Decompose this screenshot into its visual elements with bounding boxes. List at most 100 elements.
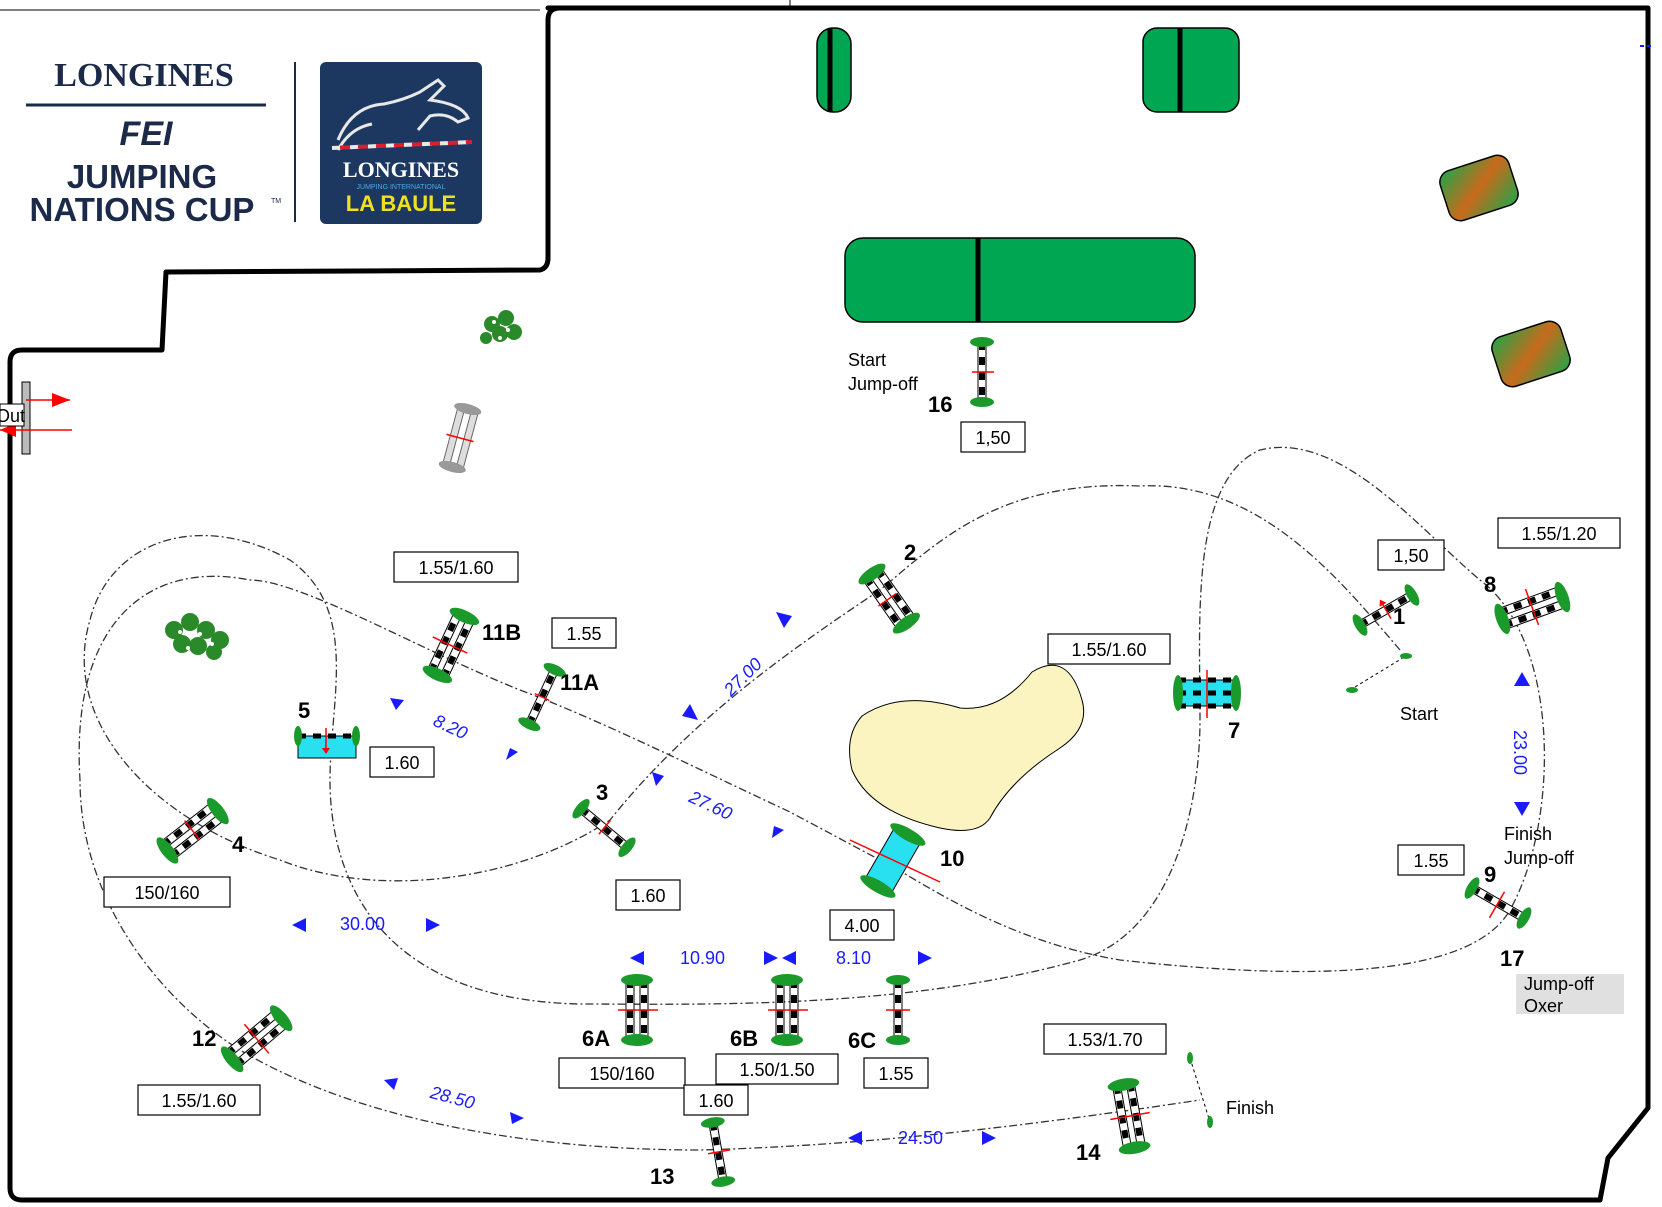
obstacle-number: 3 xyxy=(596,780,608,805)
height-box: 150/160 xyxy=(558,1057,686,1089)
flower-box-1 xyxy=(1439,154,1519,222)
obstacle-number: 14 xyxy=(1076,1140,1101,1165)
finish-label: Finish xyxy=(1226,1098,1274,1118)
obstacle-6b xyxy=(768,974,808,1046)
obstacle-11b xyxy=(422,607,480,684)
height-box: 1.55/1.60 xyxy=(1047,633,1171,665)
obstacle-number: 9 xyxy=(1484,862,1496,887)
distance-label: 30.00 xyxy=(340,914,385,934)
exit-label: Out xyxy=(0,406,25,426)
longines-fei-logo: LONGINES FEI JUMPING NATIONS CUP TM xyxy=(26,57,296,228)
obstacle-10-direction xyxy=(849,839,941,883)
start-jumpoff-label: Jump-off xyxy=(848,374,919,394)
la-baule-badge: LONGINES JUMPING INTERNATIONAL LA BAULE xyxy=(320,62,482,224)
obstacle-number: 10 xyxy=(940,846,964,871)
shrub-1 xyxy=(480,310,522,344)
jumpoff-oxer-box xyxy=(1516,974,1624,1014)
shrub-2 xyxy=(165,613,229,660)
obstacle-number: 7 xyxy=(1228,718,1240,743)
height-box: 1.60 xyxy=(615,879,681,911)
jumpoff-oxer-label: Jump-off xyxy=(1524,974,1595,994)
start-label: Start xyxy=(1400,704,1438,724)
badge-bottom-text: LA BAULE xyxy=(346,191,456,216)
obstacle-number: 1 xyxy=(1393,604,1405,629)
height-box: 1.55/1.60 xyxy=(393,551,519,583)
obstacle-9 xyxy=(1464,877,1532,929)
obstacle-16 xyxy=(970,337,994,407)
longines-wordmark: LONGINES xyxy=(54,57,234,94)
obstacle-number: 6B xyxy=(730,1026,758,1051)
svg-text:1.60: 1.60 xyxy=(384,753,419,773)
svg-text:1.55: 1.55 xyxy=(1413,851,1448,871)
height-box: 1.60 xyxy=(369,746,435,778)
obstacle-number: 6A xyxy=(582,1026,610,1051)
height-box: 1.55/1.60 xyxy=(137,1084,261,1116)
svg-text:1.53/1.70: 1.53/1.70 xyxy=(1067,1030,1142,1050)
obstacle-3 xyxy=(572,798,636,858)
svg-text:1,50: 1,50 xyxy=(975,428,1010,448)
obstacle-8 xyxy=(1494,581,1571,635)
height-box: 1.55 xyxy=(1397,844,1465,876)
flower-box-2 xyxy=(1491,320,1571,388)
height-box: 1.55/1.20 xyxy=(1497,517,1621,549)
distance-label: 10.90 xyxy=(680,948,725,968)
obstacle-number: 16 xyxy=(928,392,952,417)
start-jumpoff-label: Start xyxy=(848,350,886,370)
height-box: 4.00 xyxy=(829,909,895,941)
obstacle-number: 12 xyxy=(192,1026,216,1051)
start-line-marker xyxy=(1346,653,1412,693)
obstacle-number: 2 xyxy=(904,540,916,565)
hedge-large xyxy=(844,237,1196,323)
obstacle-13 xyxy=(700,1117,736,1187)
height-box: 1.60 xyxy=(683,1084,749,1116)
height-box: 1.55 xyxy=(551,617,617,649)
svg-text:1.55: 1.55 xyxy=(566,624,601,644)
svg-text:1.60: 1.60 xyxy=(698,1091,733,1111)
finish-jumpoff-label: Jump-off xyxy=(1504,848,1575,868)
svg-text:1.55: 1.55 xyxy=(878,1064,913,1084)
obstacle-number: 11B xyxy=(482,620,521,645)
hedge-small xyxy=(816,27,852,113)
obstacle-14 xyxy=(1107,1078,1151,1155)
hedge-medium xyxy=(1142,27,1240,113)
exit-gate[interactable]: Out xyxy=(0,381,72,455)
fei-wordmark: FEI xyxy=(120,115,174,153)
finish-line-marker xyxy=(1187,1052,1213,1128)
height-box: 1.53/1.70 xyxy=(1043,1023,1167,1055)
svg-text:1.55/1.60: 1.55/1.60 xyxy=(1071,640,1146,660)
distance-label: 27.60 xyxy=(685,786,735,824)
distance-label: 28.50 xyxy=(427,1082,477,1113)
distance-label: 8.10 xyxy=(836,948,871,968)
height-box: 1,50 xyxy=(1377,539,1445,571)
arena-boundary xyxy=(7,5,1651,1203)
height-box: 1.50/1.50 xyxy=(715,1053,839,1085)
obstacle-6a xyxy=(618,974,658,1046)
obstacle-12 xyxy=(220,1005,293,1073)
hedge-decorations xyxy=(165,27,1571,831)
svg-text:1.55/1.60: 1.55/1.60 xyxy=(418,558,493,578)
distance-label: 27.00 xyxy=(719,654,766,701)
course-route xyxy=(78,446,1546,1151)
svg-text:1,50: 1,50 xyxy=(1393,546,1428,566)
obstacle-1 xyxy=(1352,584,1420,636)
svg-text:4.00: 4.00 xyxy=(844,916,879,936)
obstacle-number: 13 xyxy=(650,1164,674,1189)
distance-label: 24.50 xyxy=(898,1128,943,1148)
jumpoff-oxer-label: Oxer xyxy=(1524,996,1563,1016)
obstacle-number: 17 xyxy=(1500,946,1524,971)
height-box: 150/160 xyxy=(103,876,231,908)
svg-text:1.60: 1.60 xyxy=(630,886,665,906)
obstacle-2 xyxy=(858,563,920,634)
series-line-2: NATIONS CUP xyxy=(30,191,255,228)
distance-label: 8.20 xyxy=(430,710,470,743)
spare-fence xyxy=(438,402,482,474)
badge-sub-text: JUMPING INTERNATIONAL xyxy=(357,184,446,191)
obstacle-number: 5 xyxy=(298,698,310,723)
obstacle-number: 11A xyxy=(560,670,599,695)
finish-jumpoff-label: Finish xyxy=(1504,824,1552,844)
series-line-1: JUMPING xyxy=(67,158,217,195)
height-box: 1,50 xyxy=(960,421,1026,453)
svg-text:150/160: 150/160 xyxy=(589,1064,654,1084)
distance-label: 23.00 xyxy=(1510,730,1530,775)
